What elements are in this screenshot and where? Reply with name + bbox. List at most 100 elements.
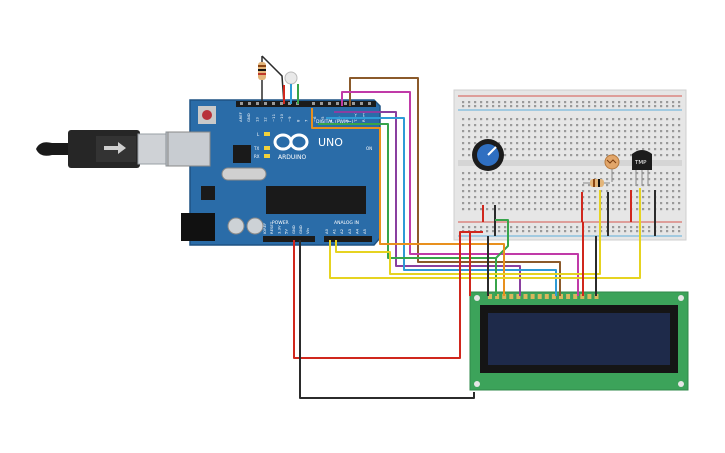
breadboard-hole [522,190,525,193]
lcd-pin [509,294,514,299]
breadboard-hole [510,202,513,205]
breadboard-hole [600,208,603,211]
breadboard-hole [510,142,513,145]
breadboard-hole [618,230,621,233]
breadboard-hole [582,118,585,121]
breadboard-hole [474,196,477,199]
breadboard-hole [588,190,591,193]
breadboard-hole [558,202,561,205]
breadboard-hole [558,190,561,193]
breadboard-hole [558,172,561,175]
breadboard-hole [654,101,657,104]
breadboard-hole [558,148,561,151]
breadboard-hole [624,154,627,157]
breadboard-hole [636,202,639,205]
breadboard-hole [528,130,531,133]
breadboard-hole [558,154,561,157]
breadboard-hole [618,136,621,139]
breadboard-hole [630,142,633,145]
breadboard-hole [492,118,495,121]
breadboard-hole [588,136,591,139]
breadboard-hole [516,124,519,127]
breadboard-hole [654,178,657,181]
breadboard-hole [468,105,471,108]
breadboard-hole [480,124,483,127]
breadboard-hole [510,130,513,133]
breadboard-hole [522,178,525,181]
breadboard-hole [462,154,465,157]
breadboard-hole [618,118,621,121]
breadboard-hole [522,184,525,187]
breadboard-hole [462,105,465,108]
breadboard-hole [534,124,537,127]
pin-label: AREF [238,112,243,122]
breadboard-hole [570,208,573,211]
breadboard-hole [564,136,567,139]
breadboard-hole [510,190,513,193]
breadboard-hole [552,208,555,211]
breadboard-hole [618,130,621,133]
breadboard-hole [618,101,621,104]
breadboard-hole [504,226,507,229]
breadboard-hole [672,202,675,205]
breadboard-hole [576,190,579,193]
arduino-logo-icon [273,133,309,151]
breadboard-jumpers [482,190,656,236]
breadboard-hole [528,184,531,187]
lcd-display [469,291,689,391]
breadboard-hole [600,202,603,205]
breadboard-hole [540,105,543,108]
breadboard-hole [522,148,525,151]
breadboard-hole [498,142,501,145]
breadboard-hole [588,178,591,181]
breadboard-hole [600,142,603,145]
lcd-pin [516,294,521,299]
breadboard-hole [678,124,681,127]
digital-header-label: DIGITAL (PWM~) [316,119,354,125]
breadboard-hole [468,101,471,104]
breadboard-hole [462,142,465,145]
pin-label: A2 [339,228,344,234]
lcd-pin [502,294,507,299]
breadboard-hole [528,208,531,211]
breadboard-hole [522,202,525,205]
breadboard-hole [666,184,669,187]
breadboard-hole [474,101,477,104]
breadboard-hole [510,184,513,187]
breadboard-hole [678,118,681,121]
breadboard-hole [660,154,663,157]
breadboard-hole [678,136,681,139]
breadboard-hole [462,178,465,181]
breadboard-hole [546,105,549,108]
breadboard-hole [624,202,627,205]
breadboard-hole [540,142,543,145]
breadboard-hole [522,101,525,104]
potentiometer-icon [472,139,504,171]
breadboard-hole [600,154,603,157]
breadboard-hole [468,124,471,127]
breadboard-hole [636,101,639,104]
led-l-label: L [257,132,260,137]
breadboard-hole [678,230,681,233]
breadboard-hole [660,172,663,175]
breadboard-hole [606,184,609,187]
breadboard-hole [648,142,651,145]
breadboard-hole [636,148,639,151]
led-rx-label: RX [254,154,260,159]
breadboard-hole [480,118,483,121]
breadboard-hole [582,184,585,187]
breadboard-hole [642,130,645,133]
breadboard-hole [504,172,507,175]
breadboard-hole [546,136,549,139]
breadboard-hole [642,172,645,175]
analog-label: ANALOG IN [334,220,359,226]
breadboard-hole [630,226,633,229]
breadboard-hole [510,230,513,233]
breadboard-hole [468,154,471,157]
breadboard-hole [492,190,495,193]
breadboard-hole [552,124,555,127]
breadboard-hole [486,208,489,211]
breadboard-hole [528,230,531,233]
breadboard-hole [660,202,663,205]
breadboard-hole [498,190,501,193]
